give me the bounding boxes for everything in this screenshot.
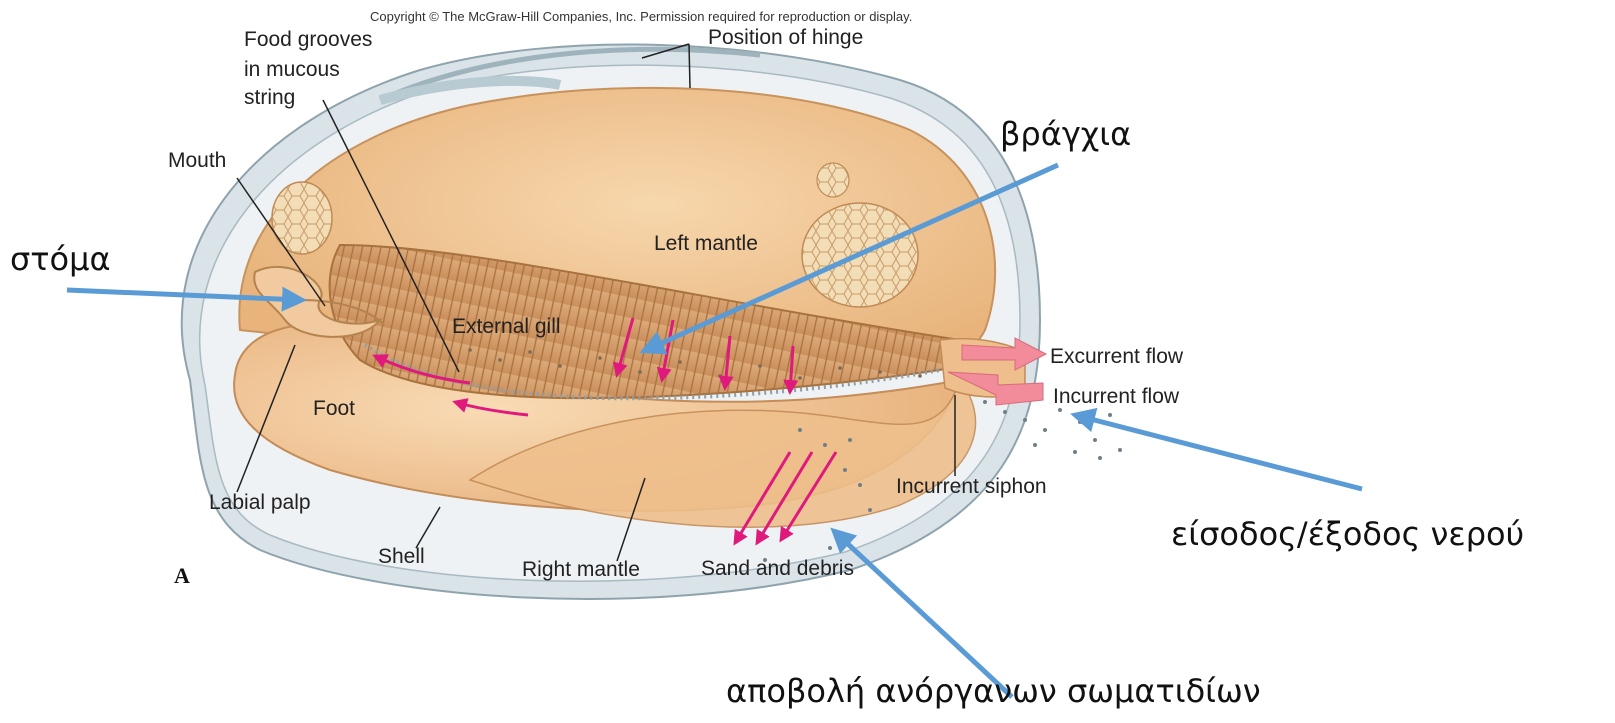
arrow-to-siphon bbox=[1075, 415, 1362, 489]
label-position-of-hinge: Position of hinge bbox=[708, 26, 863, 50]
label-food-grooves-3: string bbox=[244, 86, 295, 110]
greek-label-gills: βράγχια bbox=[1000, 115, 1131, 153]
label-left-mantle: Left mantle bbox=[654, 232, 758, 256]
greek-label-mouth: στόμα bbox=[10, 240, 111, 278]
label-incurrent-flow: Incurrent flow bbox=[1053, 385, 1179, 409]
label-shell: Shell bbox=[378, 545, 425, 569]
label-food-grooves-1: Food grooves bbox=[244, 28, 372, 52]
greek-label-inorganic-particles: αποβολή ανόργανων σωματιδίων bbox=[726, 672, 1261, 710]
label-incurrent-siphon: Incurrent siphon bbox=[896, 475, 1047, 499]
label-foot: Foot bbox=[313, 397, 355, 421]
label-right-mantle: Right mantle bbox=[522, 558, 640, 582]
figure-letter: A bbox=[174, 563, 190, 589]
label-mouth: Mouth bbox=[168, 149, 226, 173]
label-sand-and-debris: Sand and debris bbox=[701, 557, 854, 581]
label-labial-palp: Labial palp bbox=[209, 491, 311, 515]
label-external-gill: External gill bbox=[452, 315, 561, 339]
small-muscle-scar bbox=[817, 163, 849, 197]
label-food-grooves-2: in mucous bbox=[244, 58, 340, 82]
label-excurrent-flow: Excurrent flow bbox=[1050, 345, 1183, 369]
greek-label-water-in-out: είσοδος/έξοδος νερού bbox=[1171, 515, 1524, 553]
copyright-notice: Copyright © The McGraw-Hill Companies, I… bbox=[370, 9, 912, 24]
